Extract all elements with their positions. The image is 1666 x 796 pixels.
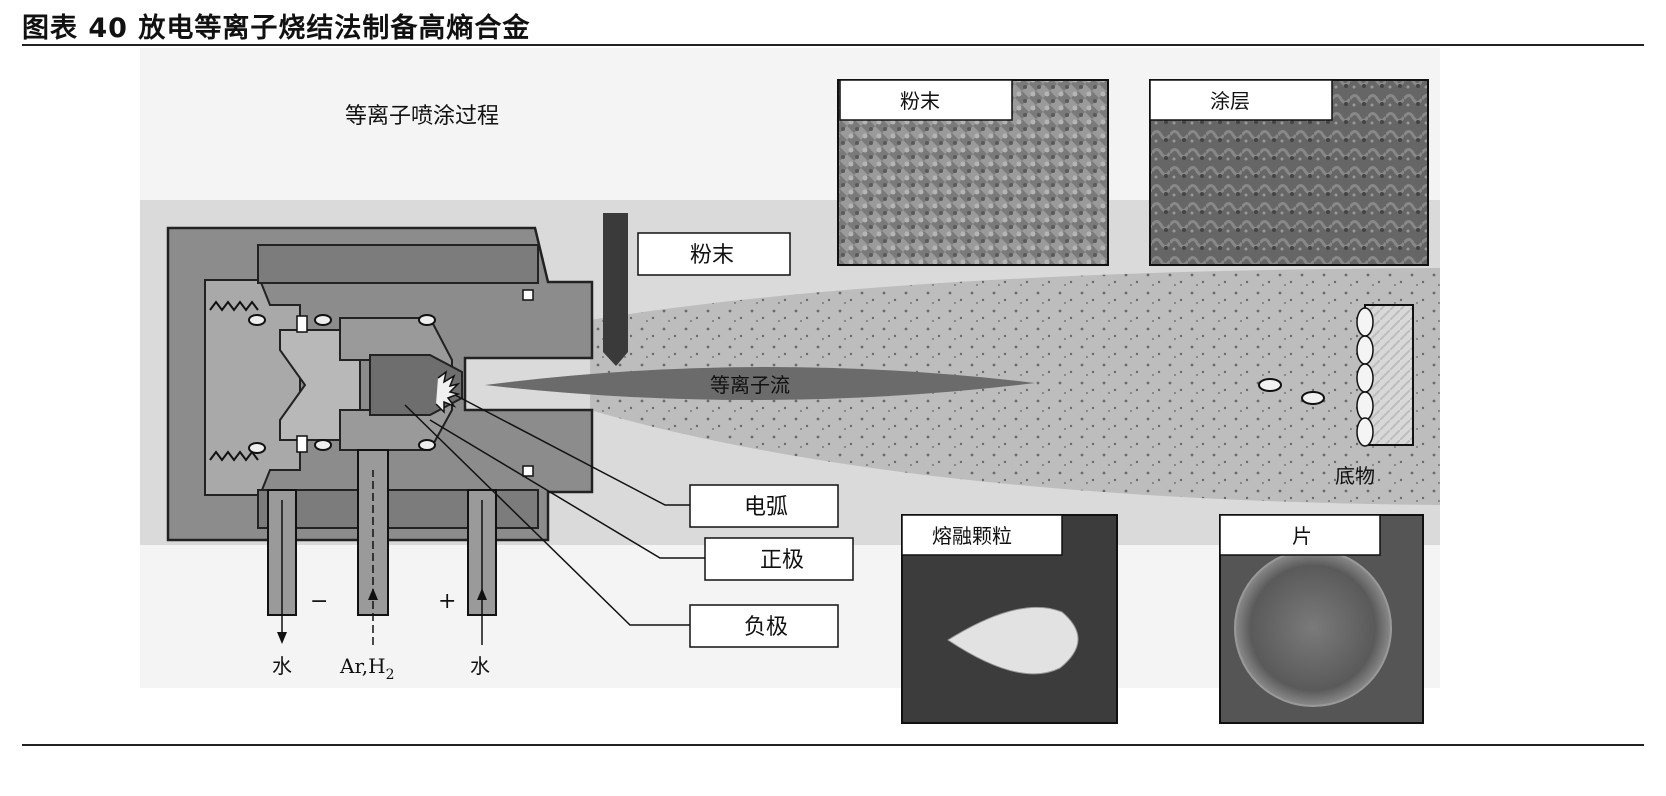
label-water-out: 水 bbox=[272, 654, 292, 678]
label-substrate: 底物 bbox=[1335, 464, 1375, 488]
label-minus: − bbox=[310, 589, 328, 614]
process-heading: 等离子喷涂过程 bbox=[345, 104, 499, 129]
label-plus: + bbox=[438, 589, 456, 614]
inset-label-splat: 片 bbox=[1292, 524, 1312, 548]
label-arc: 电弧 bbox=[744, 495, 788, 520]
gas-pipe bbox=[358, 450, 388, 645]
powder-feed-nozzle bbox=[603, 213, 628, 366]
droplet bbox=[1259, 379, 1281, 391]
splat-shape bbox=[1235, 550, 1391, 706]
label-powder-feed: 粉末 bbox=[690, 243, 734, 268]
label-plasma-flow: 等离子流 bbox=[710, 373, 790, 397]
bottom-rule bbox=[22, 744, 1644, 746]
label-cathode: 负极 bbox=[744, 615, 788, 640]
inset-label-coating: 涂层 bbox=[1210, 89, 1250, 113]
inset-label-molten-particle: 熔融颗粒 bbox=[932, 524, 1012, 548]
label-anode: 正极 bbox=[760, 548, 804, 573]
label-gas-main: Ar,H bbox=[339, 654, 386, 678]
coating-splats bbox=[1357, 308, 1373, 446]
label-gas-subscript: 2 bbox=[386, 667, 395, 683]
droplet bbox=[1302, 392, 1324, 404]
inset-label-powder: 粉末 bbox=[900, 89, 940, 113]
label-water-in: 水 bbox=[470, 654, 490, 678]
